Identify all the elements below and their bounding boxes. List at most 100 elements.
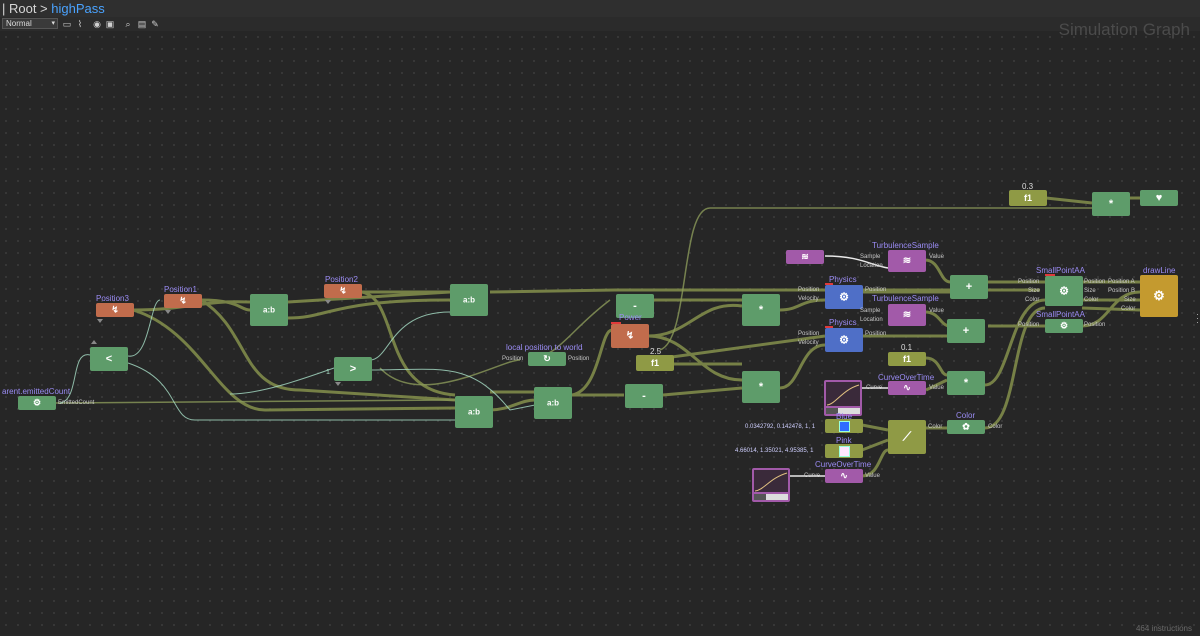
minus-node-1[interactable]: - (616, 294, 654, 318)
plus-node-1[interactable]: + (950, 275, 988, 299)
power-node[interactable]: ↯ (611, 324, 649, 348)
local-to-world-node[interactable]: ↻ (528, 352, 566, 366)
curve1-node[interactable]: ∿ (888, 381, 926, 395)
frame-icon[interactable]: ▣ (105, 19, 115, 29)
error-marker (1045, 274, 1055, 276)
mult-symbol: * (758, 304, 764, 316)
wire (571, 328, 613, 397)
wire (925, 356, 948, 377)
wire (127, 299, 161, 357)
expand-icon[interactable] (165, 310, 171, 314)
curve-preview-2[interactable] (752, 468, 790, 502)
rotate-icon: ↻ (543, 353, 551, 364)
heart-node[interactable]: ♥ (1140, 190, 1178, 206)
physics1-in1: Position (798, 287, 820, 293)
wrench-icon[interactable]: ✎ (151, 19, 159, 29)
wire (229, 367, 335, 395)
mult-node-1[interactable]: * (742, 294, 780, 326)
breadcrumb-current[interactable]: highPass (51, 1, 105, 16)
color-node[interactable]: ✿ (947, 420, 985, 434)
greater-node[interactable]: > (334, 357, 372, 381)
curve2-in: Curve (804, 473, 821, 479)
minus-symbol: - (633, 300, 637, 312)
curve2-title: CurveOverTime (815, 460, 872, 469)
drawline-in2: Position B (1108, 288, 1136, 294)
turbulence1-in2: Location (860, 263, 883, 269)
expand-icon[interactable] (325, 300, 331, 304)
lerp-node-1[interactable]: a:b (250, 294, 288, 326)
expand-icon[interactable] (97, 319, 103, 323)
wire (861, 423, 889, 432)
spa2-node[interactable]: ⚙ (1045, 319, 1083, 333)
wire (1081, 290, 1141, 328)
wire (489, 288, 1040, 294)
curve1-out: Value (929, 385, 944, 391)
spa2-out1: Position (1084, 322, 1106, 328)
graph-title: Simulation Graph (1058, 20, 1190, 39)
expand-icon[interactable] (335, 382, 341, 386)
wire (662, 386, 743, 397)
float-03-node[interactable]: f1 (1009, 190, 1047, 206)
float-01-node[interactable]: f1 (888, 352, 926, 366)
pink-node[interactable] (825, 444, 863, 458)
position1-node[interactable]: ↯ (164, 294, 202, 308)
mult-node-3[interactable]: * (947, 371, 985, 395)
eye-icon[interactable]: ◉ (93, 19, 101, 29)
more-options-icon[interactable]: ··· (1196, 309, 1199, 327)
noise-texture-node[interactable]: ≋ (786, 250, 824, 264)
turbulence2-node[interactable]: ≋ (888, 304, 926, 326)
mult-symbol: * (758, 381, 764, 393)
mult-node-4[interactable]: * (1092, 192, 1130, 216)
turbulence1-in1: Sample (860, 254, 881, 260)
position2-node[interactable]: ↯ (324, 284, 362, 298)
mult-node-2[interactable]: * (742, 371, 780, 403)
gradient-node[interactable]: ⟋ (888, 420, 926, 454)
search-icon[interactable]: ⌕ (125, 19, 131, 29)
spa1-node[interactable]: ⚙ (1045, 276, 1083, 306)
breadcrumb-root[interactable]: | Root > (2, 1, 52, 16)
wire (824, 255, 889, 269)
physics2-node[interactable]: ⚙ (825, 328, 863, 352)
drawline-node[interactable]: ⚙ (1140, 275, 1178, 317)
lerp-node-4[interactable]: a:b (534, 387, 572, 419)
physics1-title: Physics (829, 275, 857, 284)
physics2-title: Physics (829, 318, 857, 327)
emitted-count-node[interactable]: ⚙ (18, 396, 56, 410)
wire (132, 308, 456, 412)
palette-icon: ✿ (962, 421, 970, 432)
spa1-in1: Position (1018, 279, 1040, 285)
spa1-out2: Size (1084, 288, 1096, 294)
less-node[interactable]: < (90, 347, 128, 371)
color-out: Color (988, 424, 1003, 430)
layout-icon[interactable]: ▤ (137, 19, 147, 29)
float-25-node[interactable]: f1 (636, 355, 674, 371)
wire (779, 343, 826, 390)
lerp-node-3[interactable]: a:b (455, 396, 493, 428)
drawline-title: drawLine (1143, 266, 1176, 275)
curve2-node[interactable]: ∿ (825, 469, 863, 483)
wire (647, 334, 743, 382)
minus-symbol: - (642, 390, 646, 402)
plus-symbol: + (965, 281, 973, 293)
blue-node[interactable] (825, 419, 863, 433)
wire (287, 298, 451, 320)
minus-node-2[interactable]: - (625, 384, 663, 408)
drawline-in4: Color (1121, 306, 1136, 312)
wire (200, 298, 251, 312)
mode-select[interactable]: Normal▾ (2, 18, 58, 29)
plus-node-2[interactable]: + (947, 319, 985, 343)
gear-icon: ⚙ (32, 397, 42, 408)
monitor-icon[interactable]: ▭ (62, 19, 72, 29)
wire (200, 298, 456, 402)
physics1-node[interactable]: ⚙ (825, 285, 863, 309)
wire (127, 362, 455, 421)
curve-icon[interactable]: ⌇ (77, 19, 83, 29)
spa1-out3: Color (1084, 297, 1099, 303)
turbulence1-node[interactable]: ≋ (888, 250, 926, 272)
curve-preview-1[interactable] (824, 380, 862, 416)
position3-node[interactable]: ↯ (96, 303, 134, 317)
lerp-node-2[interactable]: a:b (450, 284, 488, 316)
graph-canvas[interactable] (0, 31, 1200, 634)
collapse-icon[interactable] (91, 340, 97, 344)
